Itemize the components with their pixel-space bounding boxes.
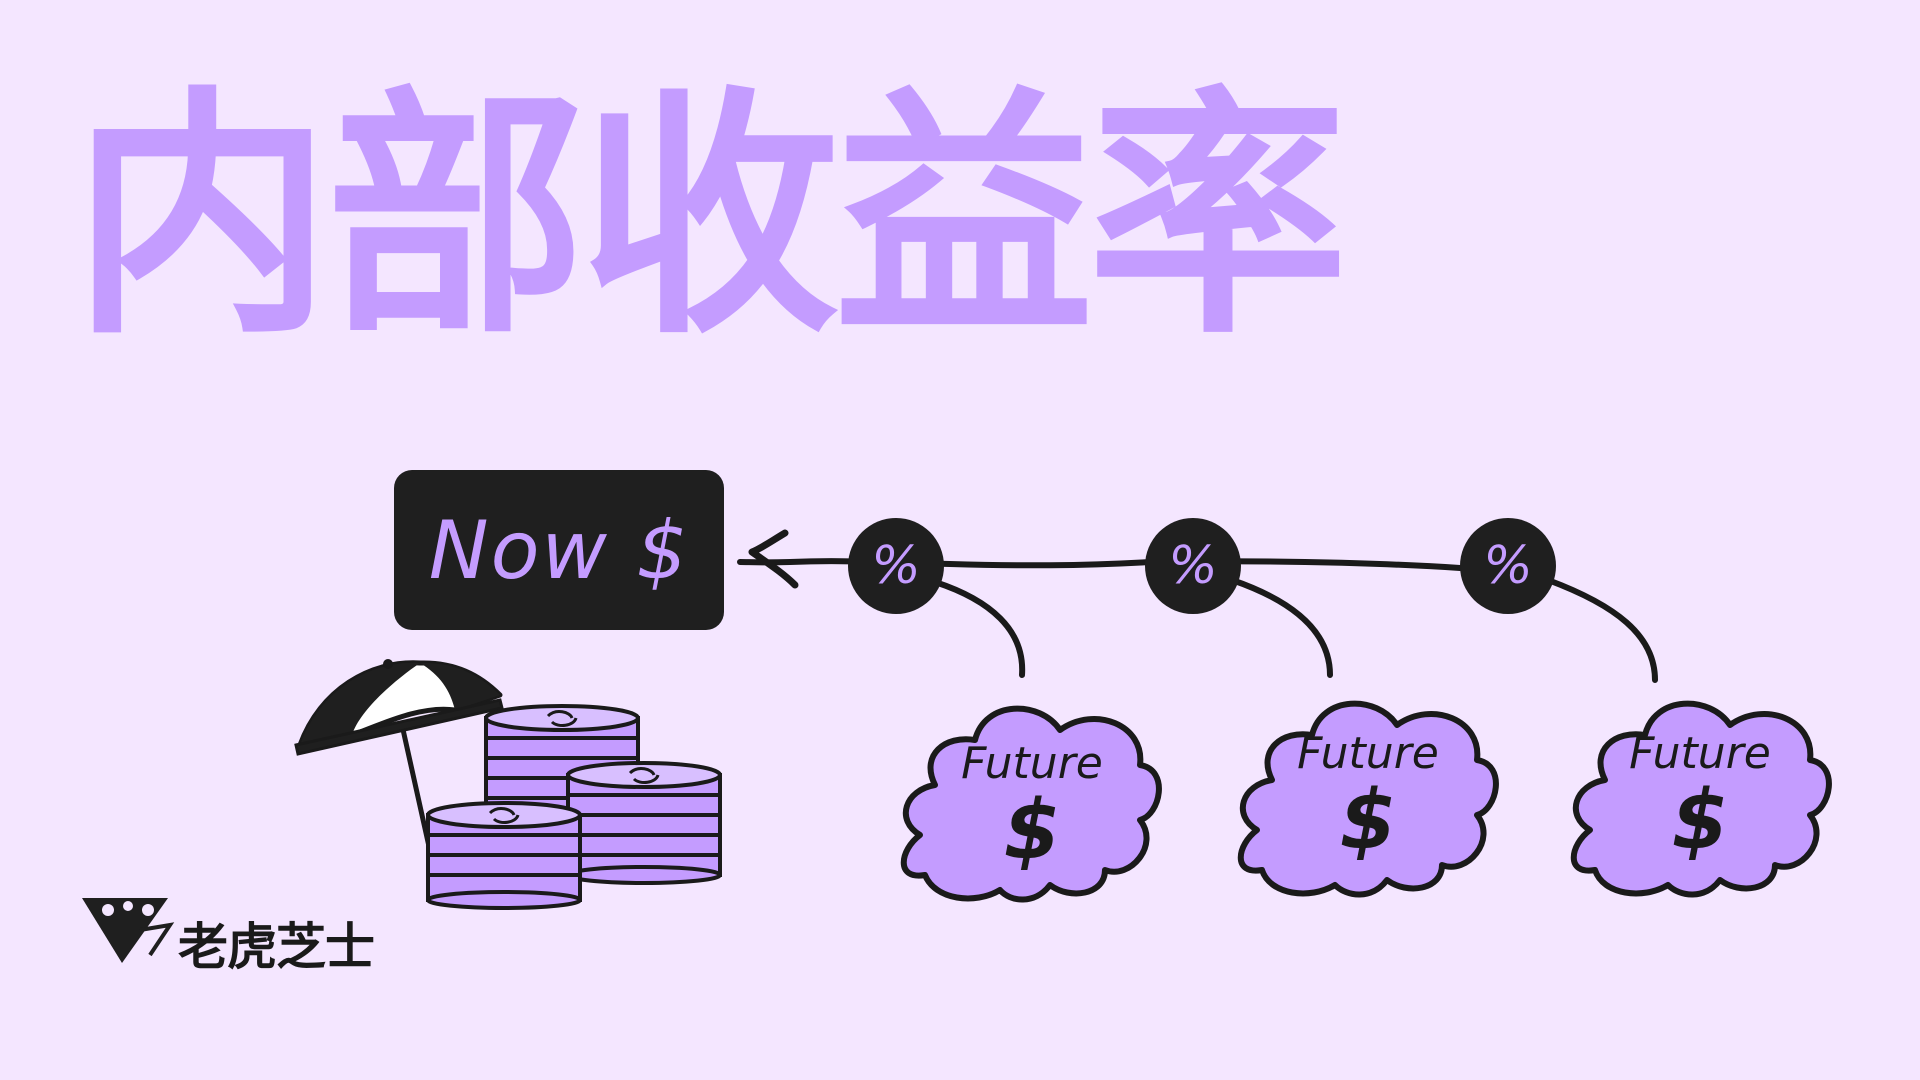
discount-node-3: % <box>1460 518 1556 614</box>
discount-arrow-line <box>737 558 1463 571</box>
future-dollar-1: $ <box>1003 783 1061 878</box>
connector-2 <box>1229 577 1333 678</box>
connector-1 <box>932 579 1026 678</box>
future-dollar-3: $ <box>1671 773 1729 868</box>
future-dollar-2: $ <box>1339 773 1397 868</box>
umbrella-icon <box>294 659 504 863</box>
arrow-head-icon <box>748 529 799 589</box>
future-label-1: Future <box>961 738 1103 789</box>
present-value-label: Now $ <box>428 503 690 597</box>
discount-node-2: % <box>1145 518 1241 614</box>
future-label-3: Future <box>1629 728 1771 779</box>
present-value-box: Now $ <box>394 470 724 630</box>
discount-node-1: % <box>848 518 944 614</box>
connector-3 <box>1545 577 1658 683</box>
future-label-2: Future <box>1297 728 1439 779</box>
cloud-icon-3 <box>1570 700 1832 898</box>
page-title: 内部收益率 <box>72 67 1348 369</box>
cloud-icon-2 <box>1237 700 1499 898</box>
brand-logo-icon <box>82 898 175 963</box>
coin-stack-icon <box>426 704 722 910</box>
cloud-icon-1 <box>900 705 1162 903</box>
brand-name: 老虎芝士 <box>178 918 375 976</box>
